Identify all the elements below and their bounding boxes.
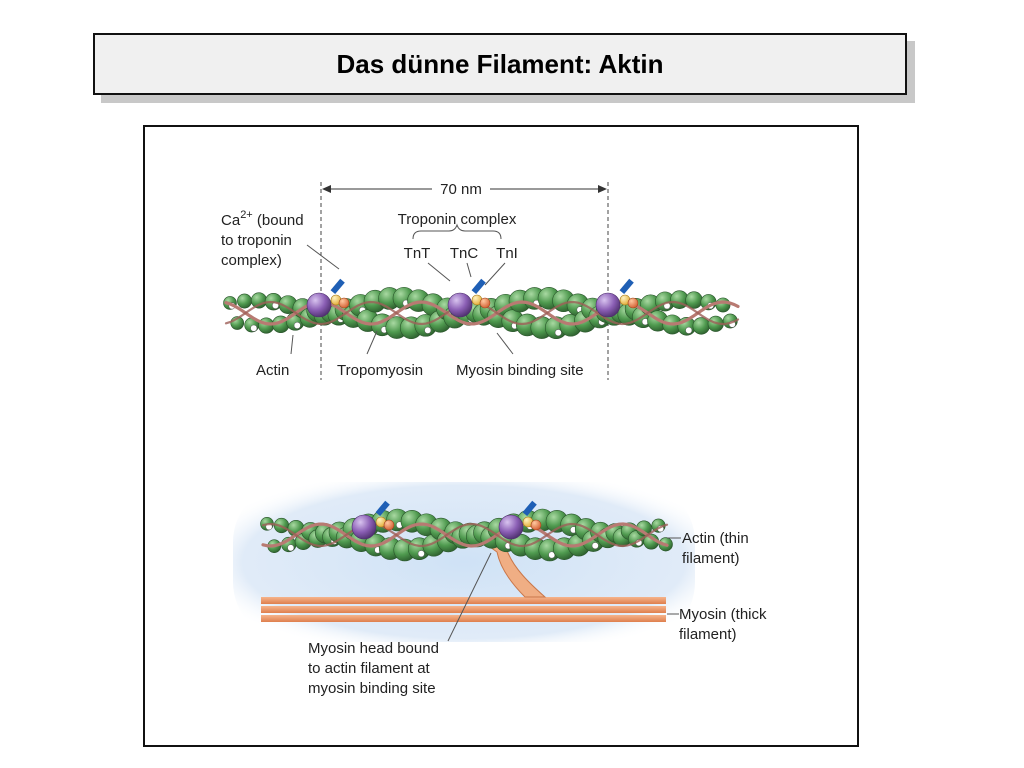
actin-monomer bbox=[237, 293, 252, 309]
actin-thin-label-line2: filament) bbox=[682, 550, 740, 567]
tni-pointer bbox=[484, 262, 506, 286]
troponin-tni bbox=[479, 297, 491, 309]
tnt-pointer bbox=[427, 262, 451, 282]
troponin-tni bbox=[627, 297, 639, 309]
troponin-tni bbox=[530, 519, 542, 531]
binding-site-dot bbox=[250, 324, 258, 332]
binding-site-dot bbox=[424, 326, 432, 334]
actin-monomer bbox=[715, 297, 731, 313]
calcium-ion bbox=[471, 278, 486, 295]
troponin-tnt bbox=[306, 292, 332, 318]
binding-site-dot bbox=[591, 542, 599, 550]
calcium-label-line2: to troponin bbox=[221, 232, 292, 249]
actin-monomer bbox=[258, 317, 275, 334]
tnc-pointer bbox=[466, 262, 472, 278]
troponin-tni bbox=[338, 297, 350, 309]
actin-thin-label-line1: Actin (thin bbox=[682, 530, 749, 547]
binding-site-pointer bbox=[496, 332, 514, 355]
binding-site-dot bbox=[554, 329, 562, 337]
diagram-frame: 70 nm Ca2+ (bound to troponin complex) T… bbox=[143, 125, 859, 747]
calcium-ion bbox=[375, 500, 390, 517]
myosin-head-pointer bbox=[447, 552, 492, 642]
troponin-complex-label: Troponin complex bbox=[398, 211, 517, 228]
tropomyosin-strand bbox=[261, 522, 669, 548]
myosin-head-label-line3: myosin binding site bbox=[308, 680, 436, 697]
slide-title: Das dünne Filament: Aktin bbox=[336, 48, 664, 79]
troponin-tnt bbox=[447, 292, 473, 318]
binding-site-label: Myosin binding site bbox=[456, 362, 584, 379]
calcium-pointer bbox=[306, 244, 340, 270]
binding-site-dot bbox=[417, 550, 425, 558]
binding-site-dot bbox=[685, 326, 693, 334]
thin-filament-diagram: 70 nm Ca2+ (bound to troponin complex) T… bbox=[221, 181, 767, 697]
troponin-tnt bbox=[351, 514, 377, 540]
top-panel: 70 nm Ca2+ (bound to troponin complex) T… bbox=[221, 181, 740, 380]
top-actin-filament bbox=[223, 278, 740, 340]
myosin-thick-label-line1: Myosin (thick bbox=[679, 606, 767, 623]
troponin-tni bbox=[383, 519, 395, 531]
myosin-thick-label-line2: filament) bbox=[679, 626, 737, 643]
calcium-ion bbox=[330, 278, 345, 295]
calcium-label-line3: complex) bbox=[221, 252, 282, 269]
title-box: Das dünne Filament: Aktin bbox=[93, 33, 907, 95]
troponin-tnt bbox=[498, 514, 524, 540]
tropomyosin-label: Tropomyosin bbox=[337, 362, 423, 379]
arrowhead-left bbox=[322, 185, 331, 193]
tropomyosin-pointer bbox=[366, 330, 378, 355]
calcium-ion bbox=[619, 278, 634, 295]
bottom-panel: Actin (thin filament) Myosin (thick fila… bbox=[233, 482, 767, 697]
tropomyosin-strand bbox=[261, 522, 669, 548]
binding-site-dot bbox=[287, 544, 295, 552]
subunit-label-tnc: TnC bbox=[450, 245, 479, 262]
subunit-label-tnt: TnT bbox=[404, 245, 431, 262]
bottom-actin-filament bbox=[260, 500, 673, 562]
calcium-label: Ca2+ (bound bbox=[221, 209, 304, 229]
myosin-head-label-line2: to actin filament at bbox=[308, 660, 431, 677]
actin-label: Actin bbox=[256, 362, 289, 379]
arrowhead-right bbox=[598, 185, 607, 193]
calcium-ion bbox=[522, 500, 537, 517]
distance-label: 70 nm bbox=[440, 181, 482, 198]
myosin-head-label-line1: Myosin head bound bbox=[308, 640, 439, 657]
actin-pointer bbox=[290, 334, 294, 355]
binding-site-dot bbox=[293, 321, 301, 329]
troponin-brace bbox=[412, 223, 502, 240]
subunit-label-tni: TnI bbox=[496, 245, 518, 262]
troponin-tnt bbox=[595, 292, 621, 318]
